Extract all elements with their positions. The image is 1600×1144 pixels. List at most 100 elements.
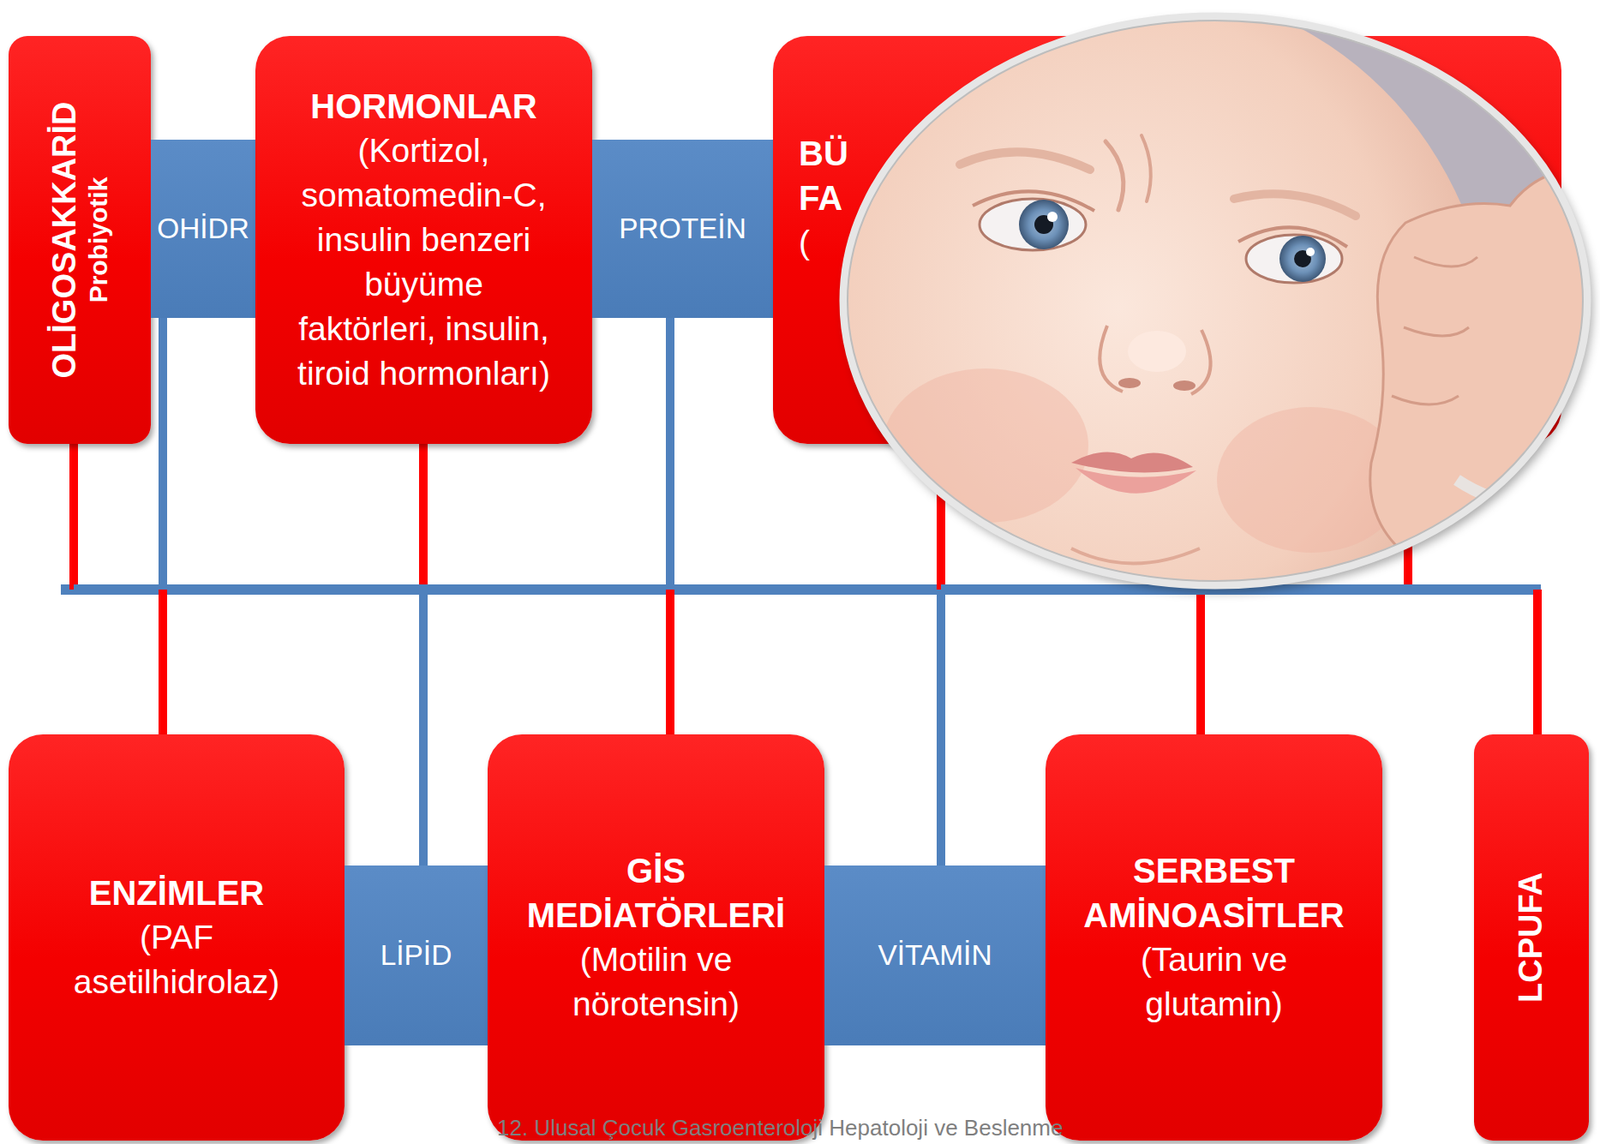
text-group: GİS MEDİATÖRLERİ(Motilin ve nörotensin) [521, 848, 791, 1027]
node-body: ( [798, 220, 849, 265]
node-body: (PAF asetilhidrolaz) [42, 915, 311, 1005]
text-group: VİTAMİN [824, 938, 1046, 973]
node-subheading: Probiyotik [83, 101, 114, 379]
connector-drop [419, 443, 428, 590]
connector-drop [936, 589, 946, 866]
connector-drop [158, 589, 168, 735]
blue-band: PROTEİN [592, 139, 774, 318]
connector-drop [69, 443, 78, 590]
node-body: (Kortizol, somatomedin-C, insulin benzer… [293, 128, 554, 396]
connector-drop [69, 443, 78, 590]
connector-drop [419, 443, 428, 590]
red-box: HORMONLAR(Kortizol, somatomedin-C, insul… [255, 35, 593, 444]
node-heading: SERBEST AMİNOASİTLER [1079, 848, 1349, 938]
text-group: OLİGOSAKKARİDProbiyotik [46, 101, 114, 379]
node-heading: HORMONLAR [293, 83, 554, 129]
connector-bus [162, 584, 1538, 595]
connector-bus [162, 584, 941, 595]
connector-drop [665, 317, 675, 590]
text-group: LCPUFA [1512, 872, 1551, 1003]
blue-band: LİPİD [344, 865, 488, 1046]
text-group: ENZİMLER(PAF asetilhidrolaz) [42, 870, 311, 1005]
connector-drop [69, 443, 78, 590]
connector [162, 317, 164, 735]
connector-bus [423, 584, 941, 595]
blue-band: VİTAMİN [824, 865, 1046, 1046]
connector-drop [419, 589, 428, 866]
text-group: OHİDR [150, 211, 256, 246]
blue-band: OHİDR [150, 139, 256, 318]
connector-drop [158, 589, 168, 735]
connector-drop [419, 443, 428, 590]
node-body: (Taurin ve glutamin) [1079, 937, 1349, 1027]
band-label: LİPİD [344, 938, 488, 973]
connector-drop [419, 589, 428, 866]
connector-drop [1196, 589, 1205, 735]
red-box: GİS MEDİATÖRLERİ(Motilin ve nörotensin) [487, 734, 825, 1141]
connector [670, 317, 672, 735]
connector-drop [158, 589, 168, 735]
baby-face [809, 0, 1596, 746]
connector-drop [665, 589, 675, 735]
node-heading: OLİGOSAKKARİD [46, 101, 84, 379]
connector-bus [670, 584, 941, 595]
connector-drop [419, 589, 428, 866]
connector [423, 443, 425, 866]
connector-drop [1533, 589, 1542, 735]
connector-drop [665, 317, 675, 590]
band-label: VİTAMİN [824, 938, 1046, 973]
red-box: SERBEST AMİNOASİTLER(Taurin ve glutamin) [1045, 734, 1383, 1141]
node-heading: GİS MEDİATÖRLERİ [521, 848, 791, 938]
connector-drop [158, 317, 168, 590]
text-group: PROTEİN [592, 211, 774, 246]
connector-drop [665, 589, 675, 735]
connector-bus [162, 584, 941, 595]
connector-drop [419, 589, 428, 866]
connector-drop [665, 317, 675, 590]
connector-bus [670, 584, 941, 595]
red-box: ENZİMLER(PAF asetilhidrolaz) [8, 734, 345, 1141]
text-group: BÜ FA( [798, 131, 849, 265]
connector-drop [1196, 589, 1205, 735]
connector-drop [665, 589, 675, 735]
red-box: LCPUFA [1474, 734, 1589, 1141]
node-heading: BÜ FA [798, 131, 849, 221]
connector-drop [936, 589, 946, 866]
red-box: OLİGOSAKKARİDProbiyotik [8, 35, 151, 444]
node-heading: LCPUFA [1512, 872, 1551, 1003]
connector-drop [1533, 589, 1542, 735]
connector-drop [936, 589, 946, 866]
connector-drop [69, 443, 78, 590]
text-group: HORMONLAR(Kortizol, somatomedin-C, insul… [293, 83, 554, 396]
connector-bus [423, 584, 1538, 595]
connector-drop [158, 589, 168, 735]
connector-drop [419, 443, 428, 590]
text-group: SERBEST AMİNOASİTLER(Taurin ve glutamin) [1079, 848, 1349, 1027]
node-body: (Motilin ve nörotensin) [521, 937, 791, 1027]
connector-drop [1533, 589, 1542, 735]
connector-bus [73, 584, 1538, 595]
connector-drop [1533, 589, 1542, 735]
connector-drop [419, 443, 428, 590]
connector [162, 443, 941, 735]
connector [940, 443, 942, 866]
connector-drop [665, 317, 675, 590]
connector-bus [423, 584, 941, 595]
connector-drop [936, 589, 946, 866]
footer-note: 12. Ulusal Çocuk Gasroenteroloji Hepatol… [497, 1114, 1063, 1141]
connector-drop [158, 317, 168, 590]
connector-drop [158, 589, 168, 735]
connector-drop [158, 317, 168, 590]
connector-drop [158, 317, 168, 590]
connector-drop [1533, 589, 1542, 735]
connector-drop [665, 317, 675, 590]
node-heading: ENZİMLER [42, 870, 311, 916]
connector-drop [1196, 589, 1205, 735]
band-label: PROTEİN [592, 211, 774, 246]
bus-line [60, 584, 1541, 595]
connector-drop [158, 317, 168, 590]
photo-frame-inner [847, 20, 1583, 582]
connector-drop [1196, 589, 1205, 735]
connector-drop [1196, 589, 1205, 735]
